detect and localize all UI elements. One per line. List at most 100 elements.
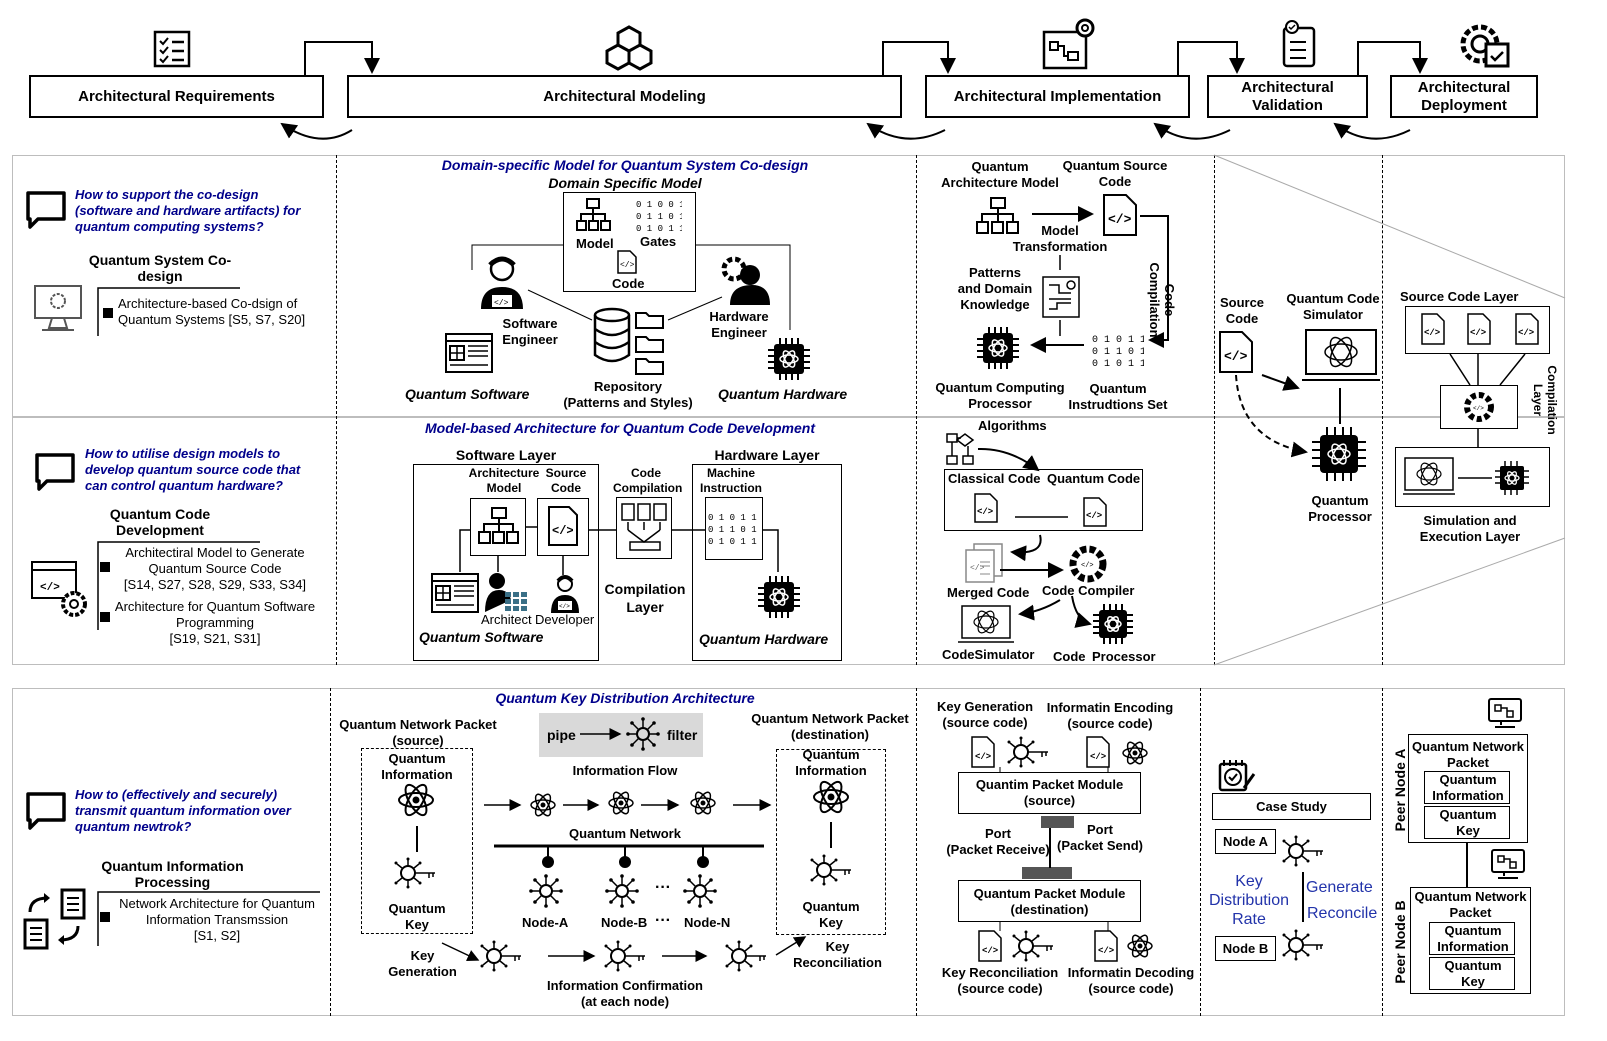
label-developer: Developer [535, 612, 595, 627]
svg-text:</>: </> [559, 603, 570, 610]
blueprint-gear-icon [1042, 18, 1095, 70]
model-title: Model-based Architecture for Quantum Cod… [425, 420, 815, 436]
label-ellipsis: ··· [655, 912, 671, 929]
row-co-design [12, 155, 1565, 417]
svg-text:0 1 1 0 1 0: 0 1 1 0 1 0 [708, 525, 762, 535]
label-key-rate: Key Distribution Rate [1208, 873, 1290, 928]
bracket-line [97, 891, 320, 946]
algorithm-flow-icon [946, 433, 975, 465]
label-pipe: pipe [547, 727, 576, 743]
label-info-b: Quantum Information [1437, 923, 1509, 954]
label-quantum-key-src: Quantum Key [388, 901, 446, 932]
label-packet-a: Quantum Network Packet [1412, 739, 1524, 770]
label-processor: Processor [1092, 649, 1156, 664]
column-divider [916, 155, 917, 665]
deployment-gear-icon [1460, 24, 1510, 68]
speech-bubble-icon [26, 792, 66, 830]
simulator-screen-icon [1403, 457, 1455, 495]
code-window-gear-icon: </> [31, 561, 87, 617]
circuit-board-icon [1042, 276, 1080, 318]
model-subtitle: Domain Specific Model [548, 175, 702, 191]
case-study-icon [1218, 760, 1256, 792]
speech-bubble-icon [26, 191, 66, 229]
list-item: Architecture-based Co-dsign of Quantum S… [118, 296, 306, 327]
label-sim-layer: Simulation and Execution Layer [1419, 513, 1521, 544]
simulator-screen-icon [1302, 329, 1380, 381]
label-merged-code: Merged Code [947, 585, 1030, 600]
port-receive [1022, 867, 1072, 879]
code-file-icon: </> [974, 493, 998, 523]
stage-requirements: Architectural Requirements [29, 75, 324, 118]
label-validation-source: Source Code [1219, 295, 1265, 326]
label-module-src: Quantim Packet Module (source) [975, 777, 1124, 808]
code-merge-box [944, 469, 1143, 531]
svg-text:</>: </> [1473, 405, 1484, 412]
validation-checklist-icon [1282, 20, 1316, 68]
list-item: Architecture for Quantum Software Progra… [114, 599, 316, 646]
quantum-chip-icon [1495, 461, 1529, 495]
svg-text:</>: </> [1108, 212, 1132, 227]
label-port-recv: Port (Packet Receive) [946, 826, 1050, 857]
hierarchy-icon [976, 197, 1019, 234]
label-code-compilation: Code Compilation [613, 466, 683, 495]
label-code-compiler: Code Compiler [1042, 583, 1135, 598]
svg-text:0 1 0 1 1 0: 0 1 0 1 1 0 [1092, 335, 1144, 346]
list-item: Architectiral Model to Generate Quantum … [123, 545, 307, 592]
model-title: Quantum Key Distribution Architecture [495, 690, 755, 706]
code-file-icon: </> [1103, 194, 1137, 236]
svg-text:0 1 0 1 1 0: 0 1 0 1 1 0 [636, 224, 682, 234]
model-title: Domain-specific Model for Quantum System… [441, 157, 809, 173]
code-file-icon: </> [978, 930, 1002, 962]
label-node-a: Node-A [522, 915, 569, 930]
category-title: Quantum Code Development [109, 506, 211, 538]
label-code-simulator: CodeSimulator [942, 647, 1035, 662]
label-hardware-engineer: Hardware Engineer [709, 309, 769, 340]
code-file-icon: </> [971, 736, 995, 768]
label-architecture-model: Architecture Model [468, 466, 540, 495]
label-peer-node-a: Peer Node A [1392, 748, 1408, 832]
svg-text:</>: </> [1424, 328, 1440, 338]
label-machine-instruction: Machine Instruction [700, 466, 762, 495]
label-info-enc-code: Informatin Encoding (source code) [1046, 700, 1174, 731]
key-box-a: Quantum Key [1424, 806, 1510, 839]
label-key-generation: Key Generation [388, 948, 457, 979]
label-arch-model: Quantum Architecture Model [941, 159, 1059, 190]
quantum-chip-icon [1312, 427, 1366, 481]
software-layer-box [413, 464, 599, 661]
label-code: Code [612, 276, 645, 291]
label-quantum-info-dst: Quantum Information [795, 747, 867, 778]
label-software-engineer: Software Engineer [502, 316, 558, 347]
machine-instruction-box [705, 497, 763, 560]
label-instructions: Quantum Instrudtions Set [1068, 381, 1168, 412]
label-reconcile: Reconcile [1307, 905, 1378, 922]
label-code: Code [1053, 649, 1086, 664]
svg-text:</>: </> [975, 752, 991, 762]
speech-bubble-icon [35, 453, 75, 491]
svg-text:</>: </> [977, 507, 993, 517]
label-packet-dest: Quantum Network Packet (destination) [751, 711, 909, 742]
architect-icon [485, 573, 527, 612]
quantum-chip-icon [768, 338, 810, 380]
code-file-icon: </> [1467, 313, 1491, 345]
category-title: Quantum Information Processing [101, 858, 244, 890]
label-patterns: Patterns and Domain Knowledge [957, 265, 1033, 312]
svg-text:</>: </> [1086, 511, 1102, 521]
developer-icon: </> [551, 575, 579, 613]
svg-text:0 1 0 0 1 0: 0 1 0 0 1 0 [636, 200, 682, 210]
label-info-flow: Information Flow [572, 763, 678, 778]
svg-text:0 1 0 1 1 0: 0 1 0 1 1 0 [1092, 359, 1144, 370]
label-classical-code: Classical Code [948, 471, 1041, 486]
label-quantum-software: Quantum Software [419, 629, 544, 645]
label-quantum-hardware: Quantum Hardware [699, 631, 829, 647]
stage-connectors [280, 41, 1428, 140]
quantum-software-window-icon [445, 333, 493, 373]
quantum-chip-icon [1093, 604, 1133, 644]
hardware-engineer-icon [721, 256, 770, 305]
compilation-docs-icon [621, 503, 667, 551]
column-divider [336, 155, 337, 665]
